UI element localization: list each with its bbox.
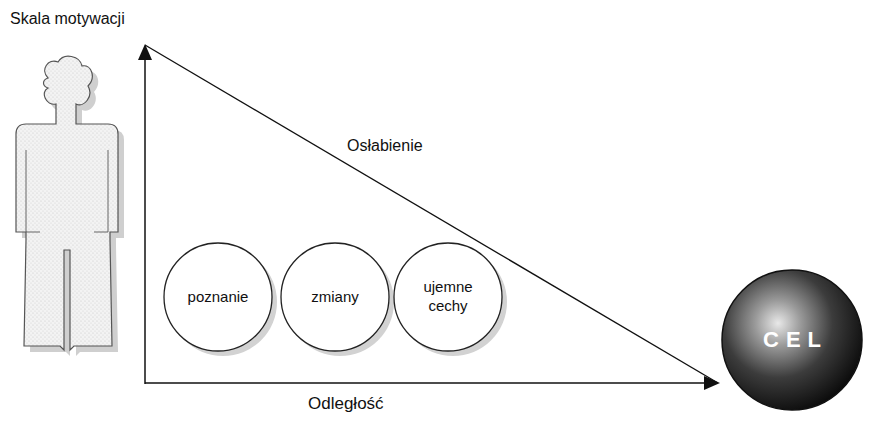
person-figure — [16, 56, 124, 356]
factor-text: poznanie — [188, 288, 249, 307]
factor-text: ujemne cechy — [406, 278, 490, 316]
goal-text: CEL — [763, 326, 828, 354]
factor-circle: zmiany — [277, 238, 393, 356]
axis-label: Osłabienie — [345, 137, 425, 155]
axes — [138, 44, 720, 390]
factor-circle: ujemne cechy — [390, 238, 506, 356]
factor-circle: poznanie — [160, 238, 276, 356]
factor-text: zmiany — [311, 288, 359, 307]
axis-label: Skala motywacji — [8, 10, 127, 28]
goal-sphere: CEL — [718, 266, 866, 414]
axis-label: Odległość — [306, 394, 386, 414]
